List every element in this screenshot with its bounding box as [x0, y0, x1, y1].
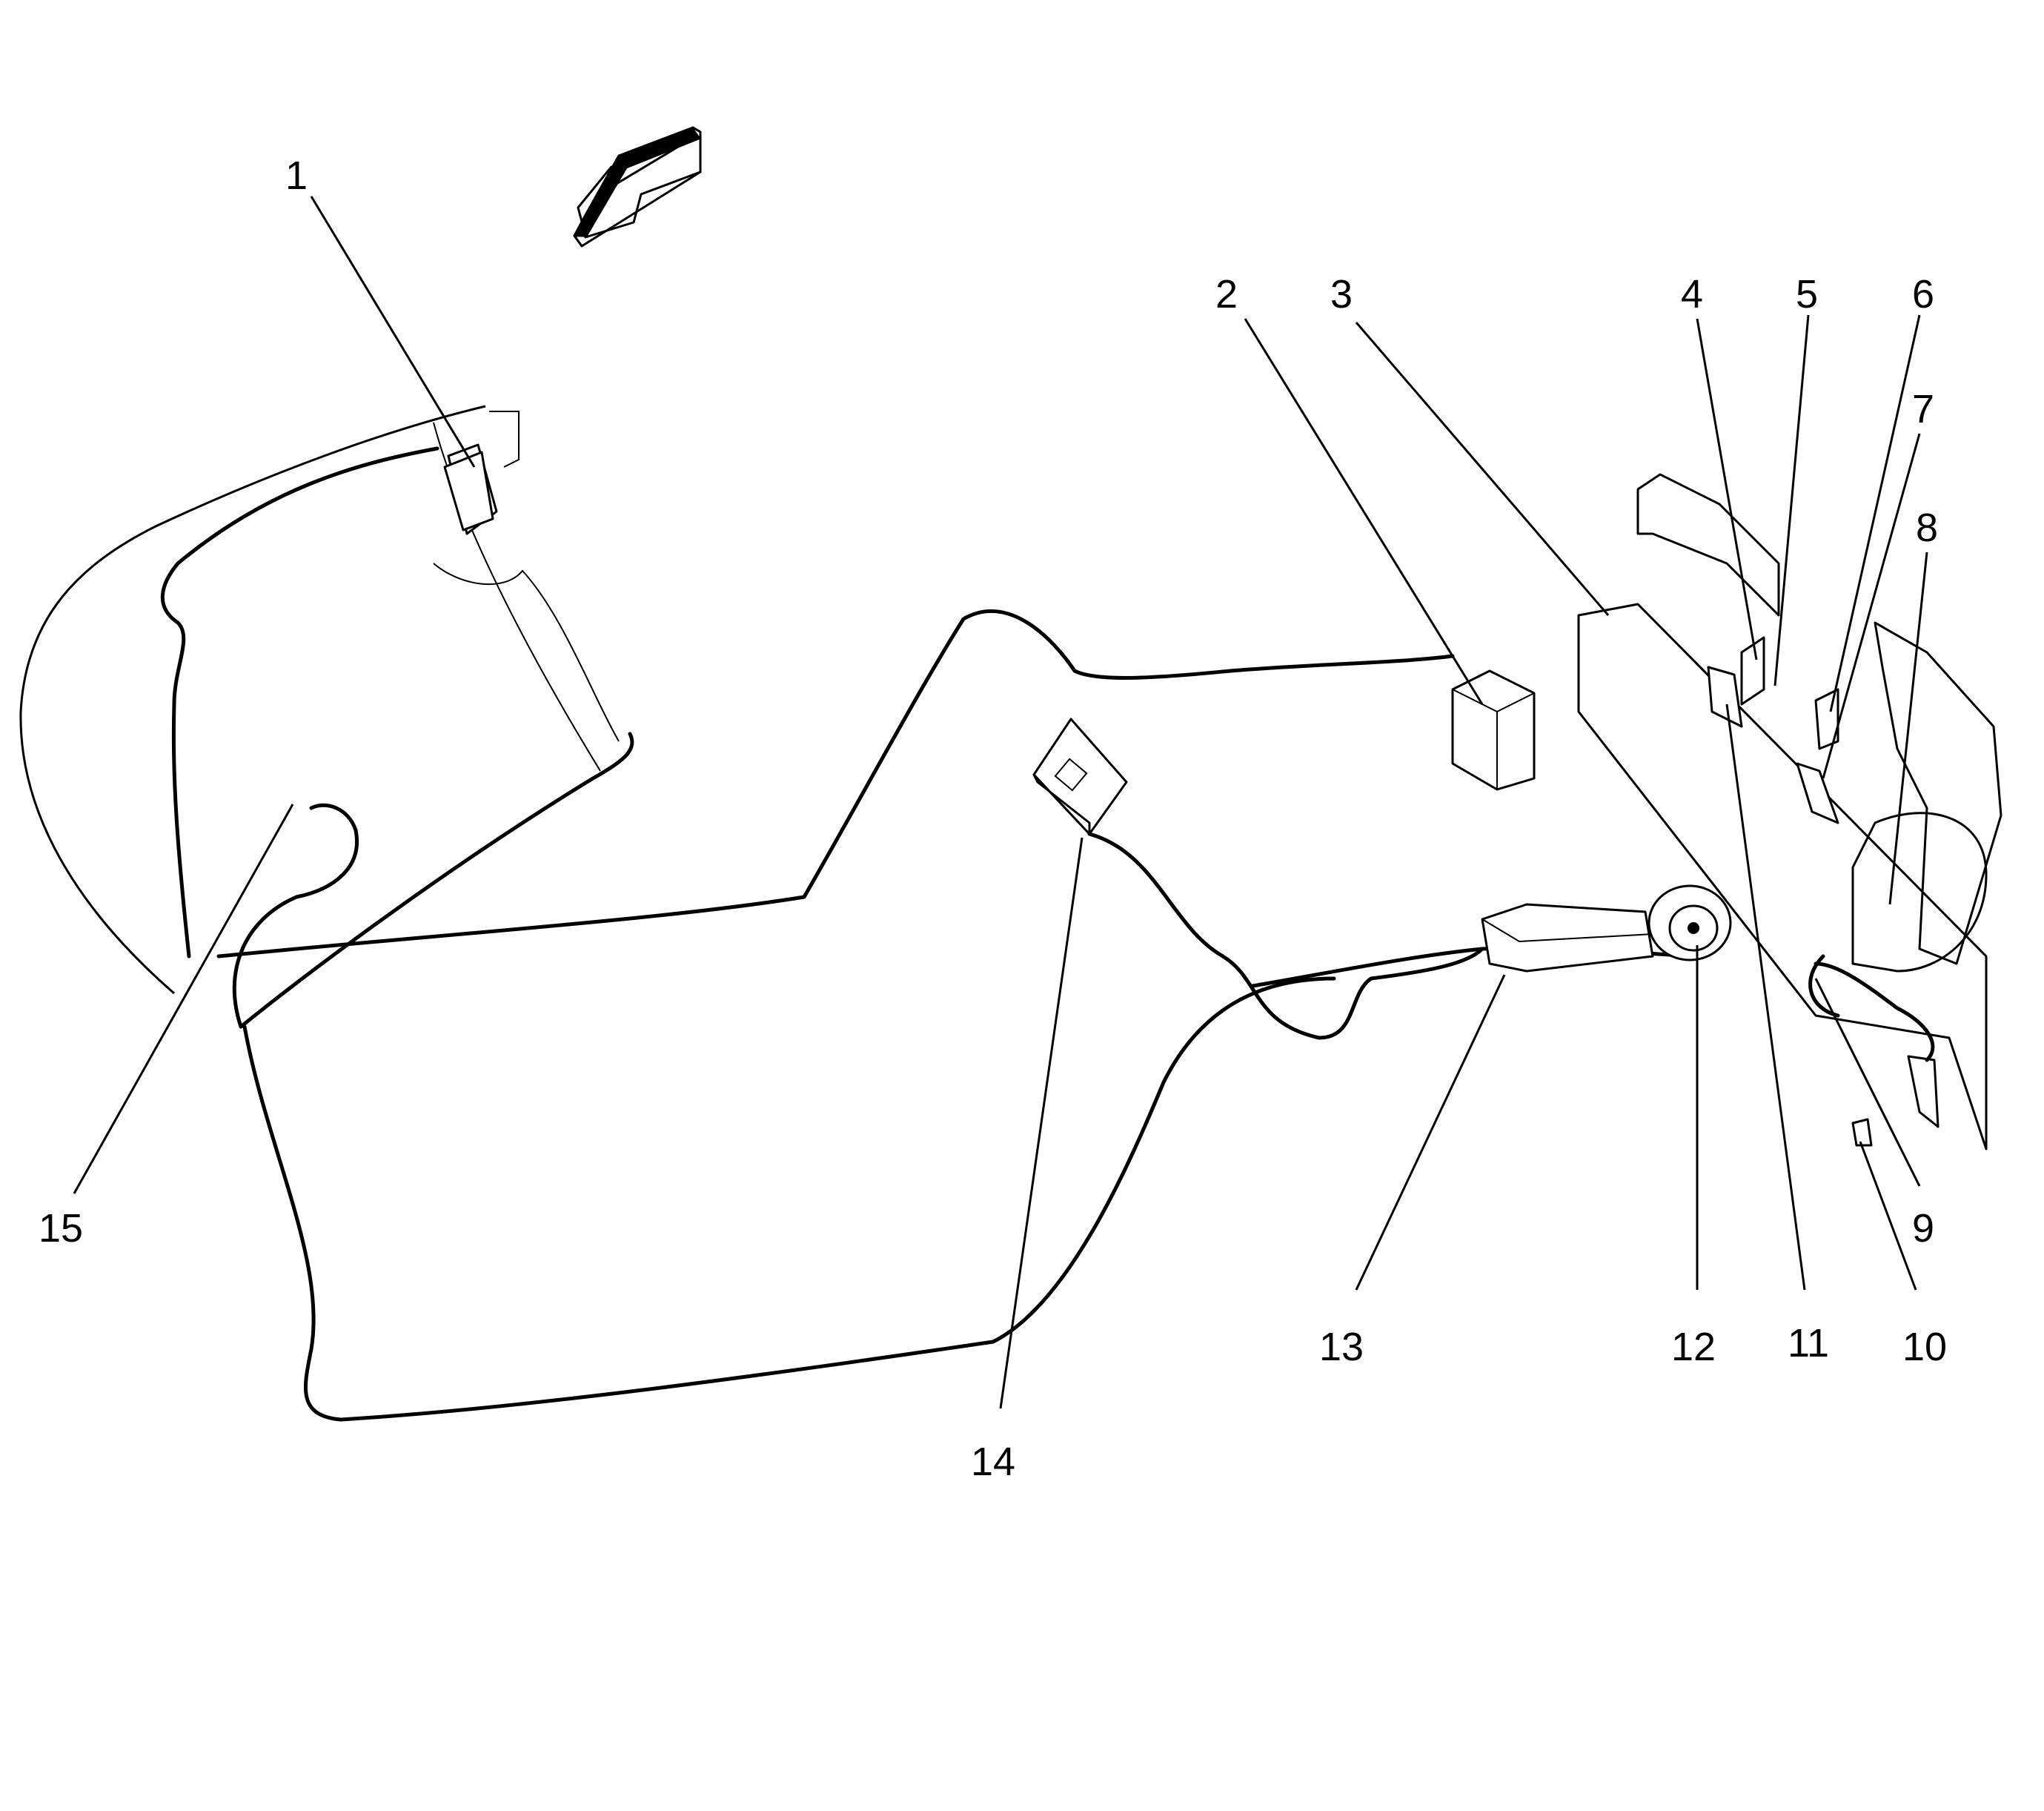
callout-10: 10 — [1902, 1325, 1947, 1369]
part-13-module — [1481, 903, 1654, 973]
leader-9 — [1814, 978, 1921, 1187]
leader-11 — [1725, 703, 1806, 1291]
windshield-outline — [19, 405, 620, 995]
left-wiring-harness — [160, 446, 1707, 1422]
callout-14: 14 — [971, 1440, 1015, 1484]
leader-3 — [1355, 322, 1610, 616]
leader-5 — [1773, 314, 1810, 686]
leader-14 — [999, 837, 1084, 1409]
rear-assembly — [1577, 473, 2002, 1151]
leader-15 — [73, 804, 294, 1194]
leader-10 — [1859, 1141, 1917, 1291]
direction-arrow-icon — [573, 126, 702, 248]
leader-4 — [1696, 318, 1758, 660]
part-14-module — [1032, 718, 1128, 835]
leader-6 — [1829, 314, 1921, 712]
leader-7 — [1822, 433, 1921, 779]
callout-11: 11 — [1788, 1321, 1829, 1365]
callout-5: 5 — [1796, 272, 1818, 317]
callout-15: 15 — [39, 1206, 83, 1251]
callout-3: 3 — [1330, 272, 1353, 317]
leader-2 — [1244, 318, 1484, 705]
callout-6: 6 — [1912, 272, 1934, 317]
callout-13: 13 — [1319, 1325, 1364, 1369]
part-1-module — [443, 411, 520, 535]
callout-4: 4 — [1681, 272, 1703, 317]
callout-8: 8 — [1916, 506, 1938, 550]
leader-lines — [73, 196, 1928, 1409]
callout-7: 7 — [1912, 387, 1934, 431]
callout-2: 2 — [1215, 272, 1238, 317]
leader-8 — [1888, 552, 1928, 905]
callout-labels: 1 2 3 4 5 6 7 8 9 10 11 12 13 14 15 — [39, 153, 1947, 1484]
callout-1: 1 — [285, 153, 308, 198]
part-12-speaker — [1648, 884, 1732, 961]
leader-13 — [1355, 974, 1506, 1291]
callout-12: 12 — [1671, 1325, 1716, 1369]
part-2-module — [1451, 669, 1536, 791]
callout-9: 9 — [1912, 1206, 1934, 1251]
leader-1 — [310, 196, 476, 468]
